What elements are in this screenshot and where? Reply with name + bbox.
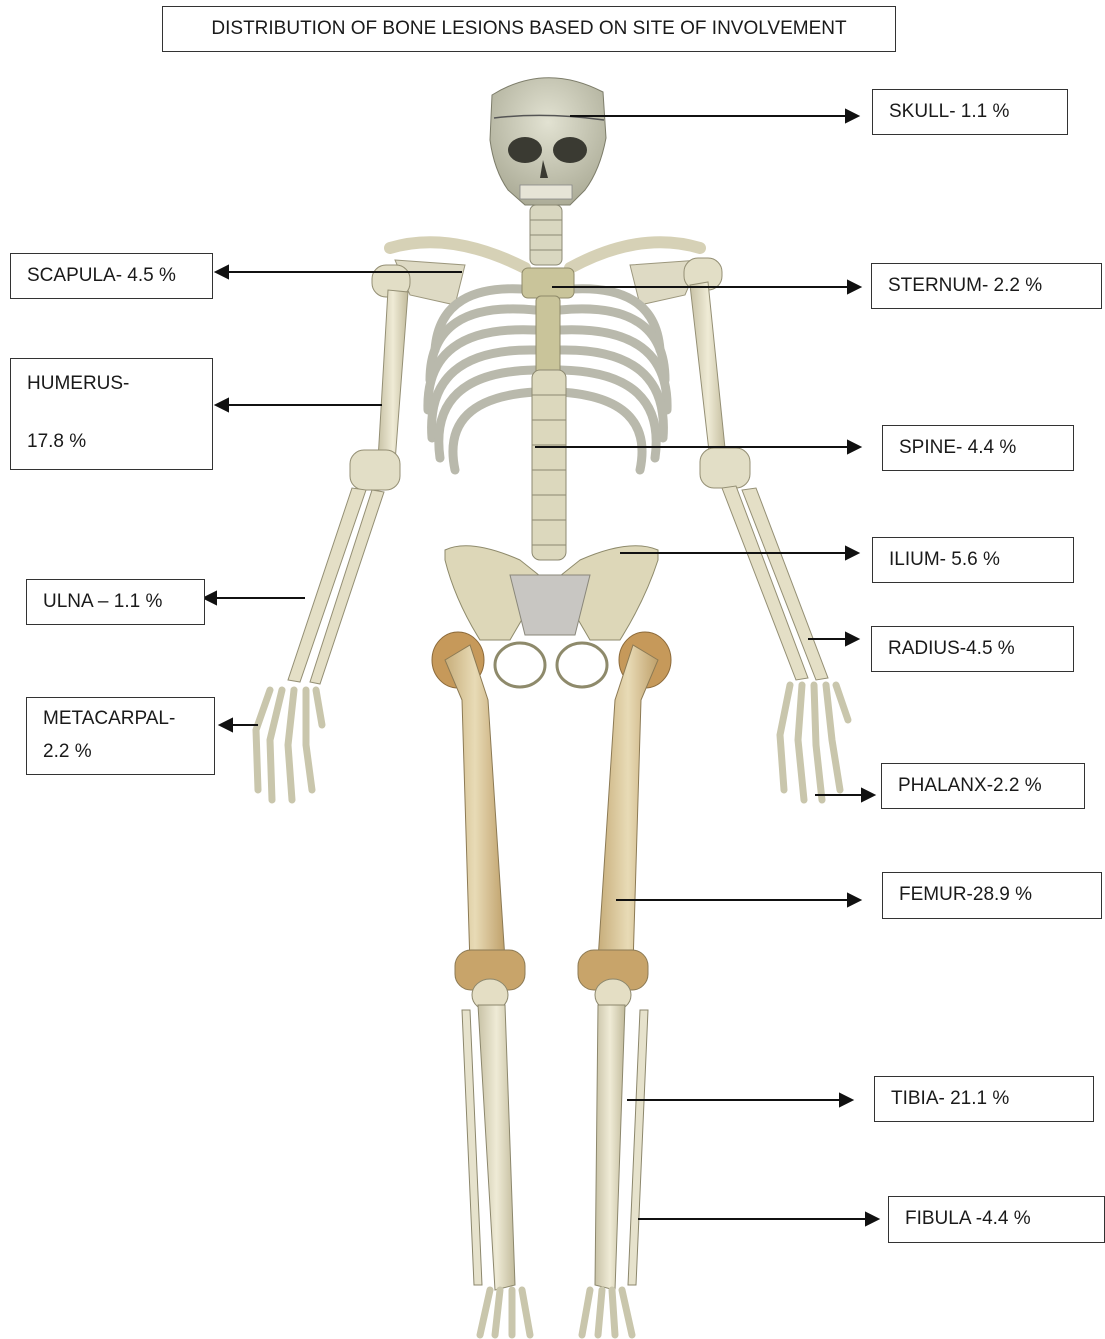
label-phalanx: PHALANX-2.2 % [881,763,1085,809]
label-skull: SKULL- 1.1 % [872,89,1068,135]
label-fibula: FIBULA -4.4 % [888,1196,1105,1243]
label-tibia: TIBIA- 21.1 % [874,1076,1094,1122]
label-humerus-name: HUMERUS- [27,373,196,396]
label-radius: RADIUS-4.5 % [871,626,1074,672]
label-metacarpal: METACARPAL- 2.2 % [26,697,215,775]
label-sternum: STERNUM- 2.2 % [871,263,1102,309]
spine-column [532,370,566,560]
skull-bone [490,78,606,205]
label-metacarpal-value: 2.2 % [43,741,198,764]
hands [256,685,848,800]
label-metacarpal-name: METACARPAL- [43,708,198,731]
label-ulna: ULNA – 1.1 % [26,579,205,625]
label-humerus: HUMERUS- 17.8 % [10,358,213,470]
cervical-spine [530,205,562,265]
leg-bones [432,632,671,1290]
feet [480,1290,632,1335]
label-scapula: SCAPULA- 4.5 % [10,253,213,299]
diagram-title: DISTRIBUTION OF BONE LESIONS BASED ON SI… [162,6,896,52]
label-femur: FEMUR-28.9 % [882,872,1102,919]
label-spine: SPINE- 4.4 % [882,425,1074,471]
label-humerus-value: 17.8 % [27,431,196,454]
label-ilium: ILIUM- 5.6 % [872,537,1074,583]
